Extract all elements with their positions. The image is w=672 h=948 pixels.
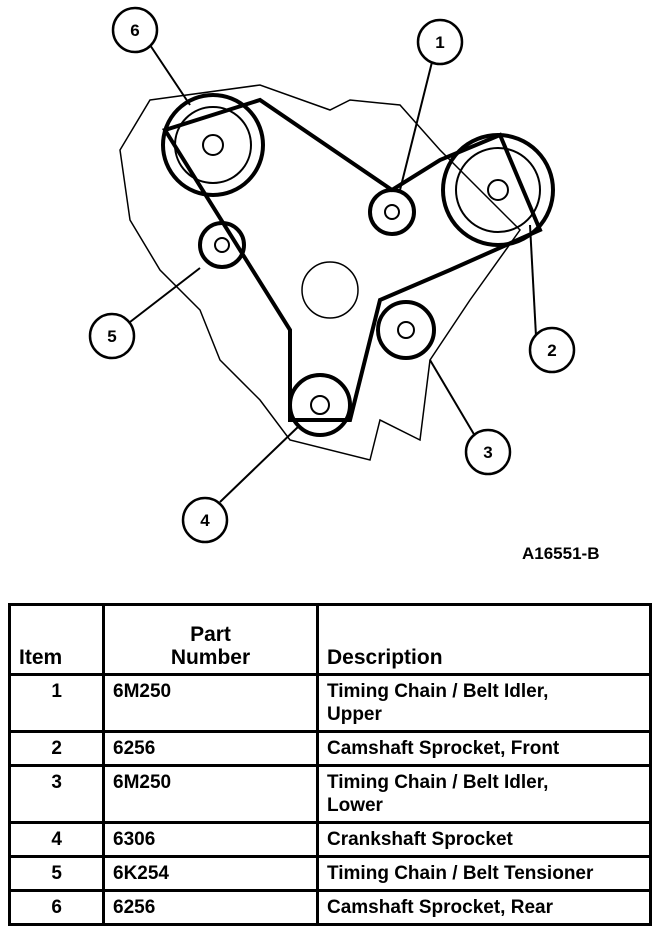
- tensioner: [198, 221, 246, 269]
- callout-4: 4: [200, 511, 210, 530]
- engine-outline: [119, 84, 521, 461]
- table-row: 3 6M250 Timing Chain / Belt Idler,Lower: [8, 764, 652, 824]
- crankshaft-sprocket: [288, 373, 352, 437]
- part-number: 6M250: [102, 764, 319, 824]
- front-camshaft-sprocket: [441, 133, 555, 247]
- callout-5: 5: [107, 327, 116, 346]
- callout-3: 3: [483, 443, 492, 462]
- callout-1: 1: [435, 33, 444, 52]
- callout-2: 2: [547, 341, 556, 360]
- description: Timing Chain / Belt Tensioner: [316, 855, 652, 892]
- description: Crankshaft Sprocket: [316, 821, 652, 858]
- table-row: 4 6306 Crankshaft Sprocket: [8, 821, 652, 858]
- description: Timing Chain / Belt Idler,Lower: [316, 764, 652, 824]
- rear-camshaft-sprocket: [161, 93, 265, 197]
- table-row: 1 6M250 Timing Chain / Belt Idler,Upper: [8, 673, 652, 733]
- timing-belt-diagram: 1 2 3 4 5 6: [88, 6, 576, 544]
- item-number: 3: [8, 764, 105, 824]
- part-number: 6306: [102, 821, 319, 858]
- item-number: 6: [8, 889, 105, 926]
- part-number: 6256: [102, 730, 319, 767]
- header-item: Item: [8, 603, 105, 676]
- part-number: 6256: [102, 889, 319, 926]
- figure-id: A16551-B: [522, 544, 600, 563]
- item-number: 2: [8, 730, 105, 767]
- header-description: Description: [316, 603, 652, 676]
- description: Timing Chain / Belt Idler,Upper: [316, 673, 652, 733]
- upper-idler: [368, 188, 416, 236]
- table-row: 2 6256 Camshaft Sprocket, Front: [8, 730, 652, 767]
- item-number: 1: [8, 673, 105, 733]
- timing-belt: [161, 97, 543, 422]
- item-number: 4: [8, 821, 105, 858]
- description: Camshaft Sprocket, Front: [316, 730, 652, 767]
- description: Camshaft Sprocket, Rear: [316, 889, 652, 926]
- lower-idler: [376, 300, 436, 360]
- part-number: 6K254: [102, 855, 319, 892]
- part-number: 6M250: [102, 673, 319, 733]
- item-number: 5: [8, 855, 105, 892]
- water-pump: [301, 261, 359, 319]
- table-row: 5 6K254 Timing Chain / Belt Tensioner: [8, 855, 652, 892]
- table-row: 6 6256 Camshaft Sprocket, Rear: [8, 889, 652, 926]
- callout-6: 6: [130, 21, 139, 40]
